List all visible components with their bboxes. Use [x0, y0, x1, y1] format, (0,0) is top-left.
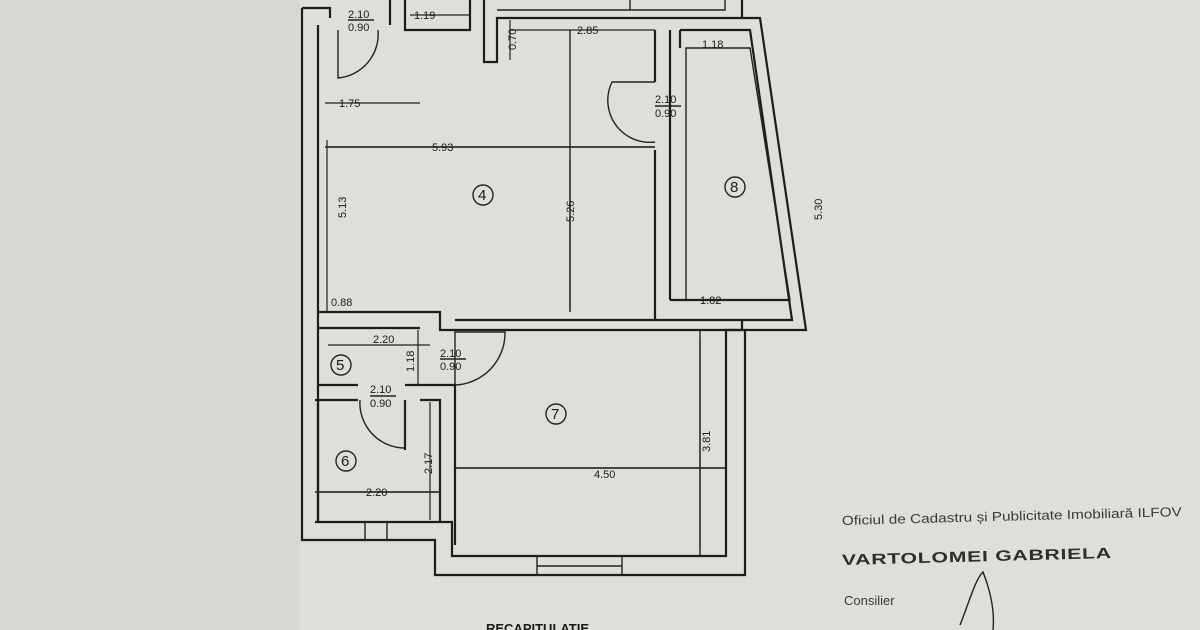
door-room8-height: 2.10 — [655, 94, 676, 106]
signature-mark — [959, 570, 995, 630]
dim-285: 2.85 — [577, 25, 598, 37]
room-7-number: 7 — [551, 406, 559, 423]
dim-070: 0.70 — [507, 29, 519, 50]
paper-shadow — [0, 0, 300, 630]
door-room6-arc — [359, 399, 406, 449]
dim-220-top: 2.20 — [373, 334, 394, 346]
stamp-title: Consilier — [844, 593, 895, 608]
dim-526: 5.26 — [565, 201, 577, 222]
door-room6-width: 0.90 — [370, 398, 391, 410]
wall-mid — [318, 310, 745, 332]
dim-381: 3.81 — [701, 431, 713, 452]
room-6-marker: 6 — [335, 450, 357, 472]
dimension-labels: 1.19 0.70 2.85 1.18 1.75 5.93 5.13 5.26 … — [331, 10, 825, 499]
room-5-circle — [330, 354, 352, 376]
door-hall-height: 2.10 — [440, 348, 461, 360]
door-labels: 2.10 0.90 2.10 0.90 2.10 0.90 2.10 0.90 — [348, 9, 681, 410]
recap-heading: RECAPITULATIE — [486, 621, 589, 630]
room-4-number: 4 — [478, 187, 486, 204]
wall-room4-right — [653, 30, 672, 320]
top-wall — [302, 0, 742, 64]
dim-513: 5.13 — [337, 197, 349, 218]
room-7-circle — [545, 403, 567, 425]
dim-220-bottom: 2.20 — [366, 487, 387, 499]
dim-593: 5.93 — [432, 142, 453, 154]
room-8-marker: 8 — [724, 176, 746, 198]
dim-175: 1.75 — [339, 98, 360, 110]
room-8-circle — [724, 176, 746, 198]
door-room8-width: 0.90 — [655, 108, 676, 120]
door-hall-arc — [454, 331, 506, 386]
room-5-number: 5 — [336, 357, 344, 374]
door-top-left-height: 2.10 — [348, 9, 369, 21]
dim-217: 2.17 — [423, 453, 435, 474]
dim-450: 4.50 — [594, 469, 615, 481]
room-4-circle — [472, 184, 494, 206]
room-6-number: 6 — [341, 453, 349, 470]
door-room6-height: 2.10 — [370, 384, 391, 396]
dim-182: 1.82 — [700, 295, 721, 307]
door-room8-arc — [607, 81, 656, 144]
dim-119: 1.19 — [414, 10, 435, 22]
dim-118-mid: 1.18 — [405, 351, 417, 372]
dim-530: 5.30 — [813, 199, 825, 220]
top-wall-inner — [497, 0, 726, 11]
dim-088: 0.88 — [331, 297, 352, 309]
room-4-marker: 4 — [472, 184, 494, 206]
door-top-left-arc — [337, 29, 379, 79]
room-5-marker: 5 — [330, 354, 352, 376]
room-numbers: 4 5 6 7 8 — [330, 176, 746, 472]
room-7-marker: 7 — [545, 403, 567, 425]
window-room6 — [364, 521, 388, 541]
room-8-number: 8 — [730, 179, 738, 196]
door-top-left-width: 0.90 — [348, 22, 369, 34]
floor-plan — [300, 0, 808, 577]
dim-118-top: 1.18 — [702, 39, 723, 51]
door-hall-width: 0.90 — [440, 361, 461, 373]
room-6-circle — [335, 450, 357, 472]
